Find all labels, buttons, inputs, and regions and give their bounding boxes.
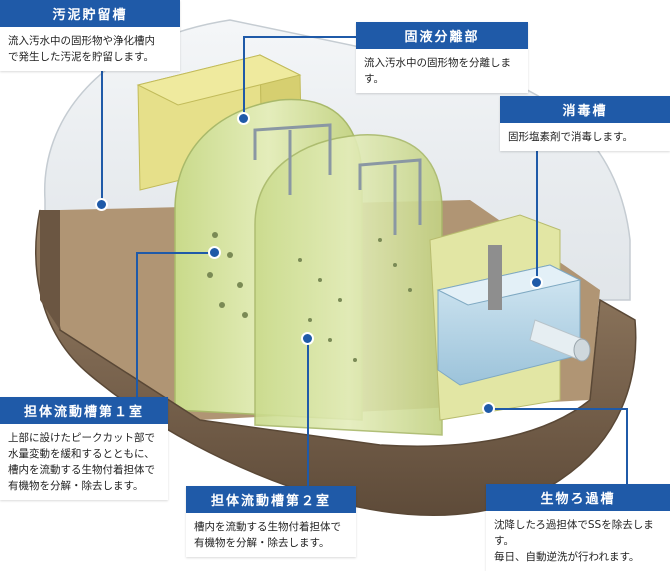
- leader-biofilter-h: [488, 408, 628, 410]
- leader-chamber2: [307, 338, 309, 486]
- marker-biofilter: [482, 402, 495, 415]
- leader-sludge-tank: [101, 62, 103, 202]
- leader-biofilter-v: [626, 408, 628, 484]
- callout-sludge-tank: 汚泥貯留槽 流入汚水中の固形物や浄化槽内 で発生した汚泥を貯留します。: [0, 0, 180, 71]
- callout-sludge-tank-title: 汚泥貯留槽: [0, 0, 180, 27]
- callout-separation-text: 流入汚水中の固形物を分離します。: [364, 57, 511, 85]
- marker-chamber2: [301, 332, 314, 345]
- internal-piping: [253, 123, 422, 235]
- callout-solid-liquid-separation: 固液分離部 流入汚水中の固形物を分離します。: [356, 22, 528, 93]
- callout-biofilter-text: 沈降したろ過担体でSSを除去します。 毎日、自動逆洗が行われます。: [494, 519, 654, 563]
- callout-chamber2-title: 担体流動槽第２室: [186, 486, 356, 513]
- tank-shell: [35, 209, 637, 516]
- marker-chamber1: [208, 246, 221, 259]
- callout-disinfection-tank: 消毒槽 固形塩素剤で消毒します。: [500, 96, 670, 151]
- callout-biofilter-tank: 生物ろ過槽 沈降したろ過担体でSSを除去します。 毎日、自動逆洗が行われます。: [486, 484, 670, 571]
- carrier-flow-chamber-2: [254, 134, 443, 436]
- marker-separation: [237, 112, 250, 125]
- leader-chamber1-v: [136, 252, 138, 397]
- leader-separation-h: [243, 36, 356, 38]
- callout-carrier-flow-tank-1: 担体流動槽第１室 上部に設けたピークカット部で 水量変動を緩和するとともに、 槽…: [0, 397, 168, 500]
- callout-chamber2-text: 槽内を流動する生物付着担体で 有機物を分解・除去します。: [194, 521, 341, 549]
- callout-disinfection-text: 固形塩素剤で消毒します。: [508, 131, 633, 143]
- callout-chamber1-title: 担体流動槽第１室: [0, 397, 168, 424]
- leader-separation-v: [243, 36, 245, 116]
- outlet-pipe-end: [573, 338, 591, 362]
- callout-biofilter-title: 生物ろ過槽: [486, 484, 670, 511]
- callout-chamber1-text: 上部に設けたピークカット部で 水量変動を緩和するとともに、 槽内を流動する生物付…: [8, 432, 155, 492]
- callout-sludge-tank-text: 流入汚水中の固形物や浄化槽内 で発生した汚泥を貯留します。: [8, 35, 155, 63]
- callout-disinfection-title: 消毒槽: [500, 96, 670, 123]
- leader-disinfection: [536, 148, 538, 280]
- marker-sludge-tank: [95, 198, 108, 211]
- leader-chamber1-h: [136, 252, 216, 254]
- callout-carrier-flow-tank-2: 担体流動槽第２室 槽内を流動する生物付着担体で 有機物を分解・除去します。: [186, 486, 356, 557]
- callout-separation-title: 固液分離部: [356, 22, 528, 49]
- carrier-perforations: [207, 232, 412, 362]
- marker-disinfection: [530, 276, 543, 289]
